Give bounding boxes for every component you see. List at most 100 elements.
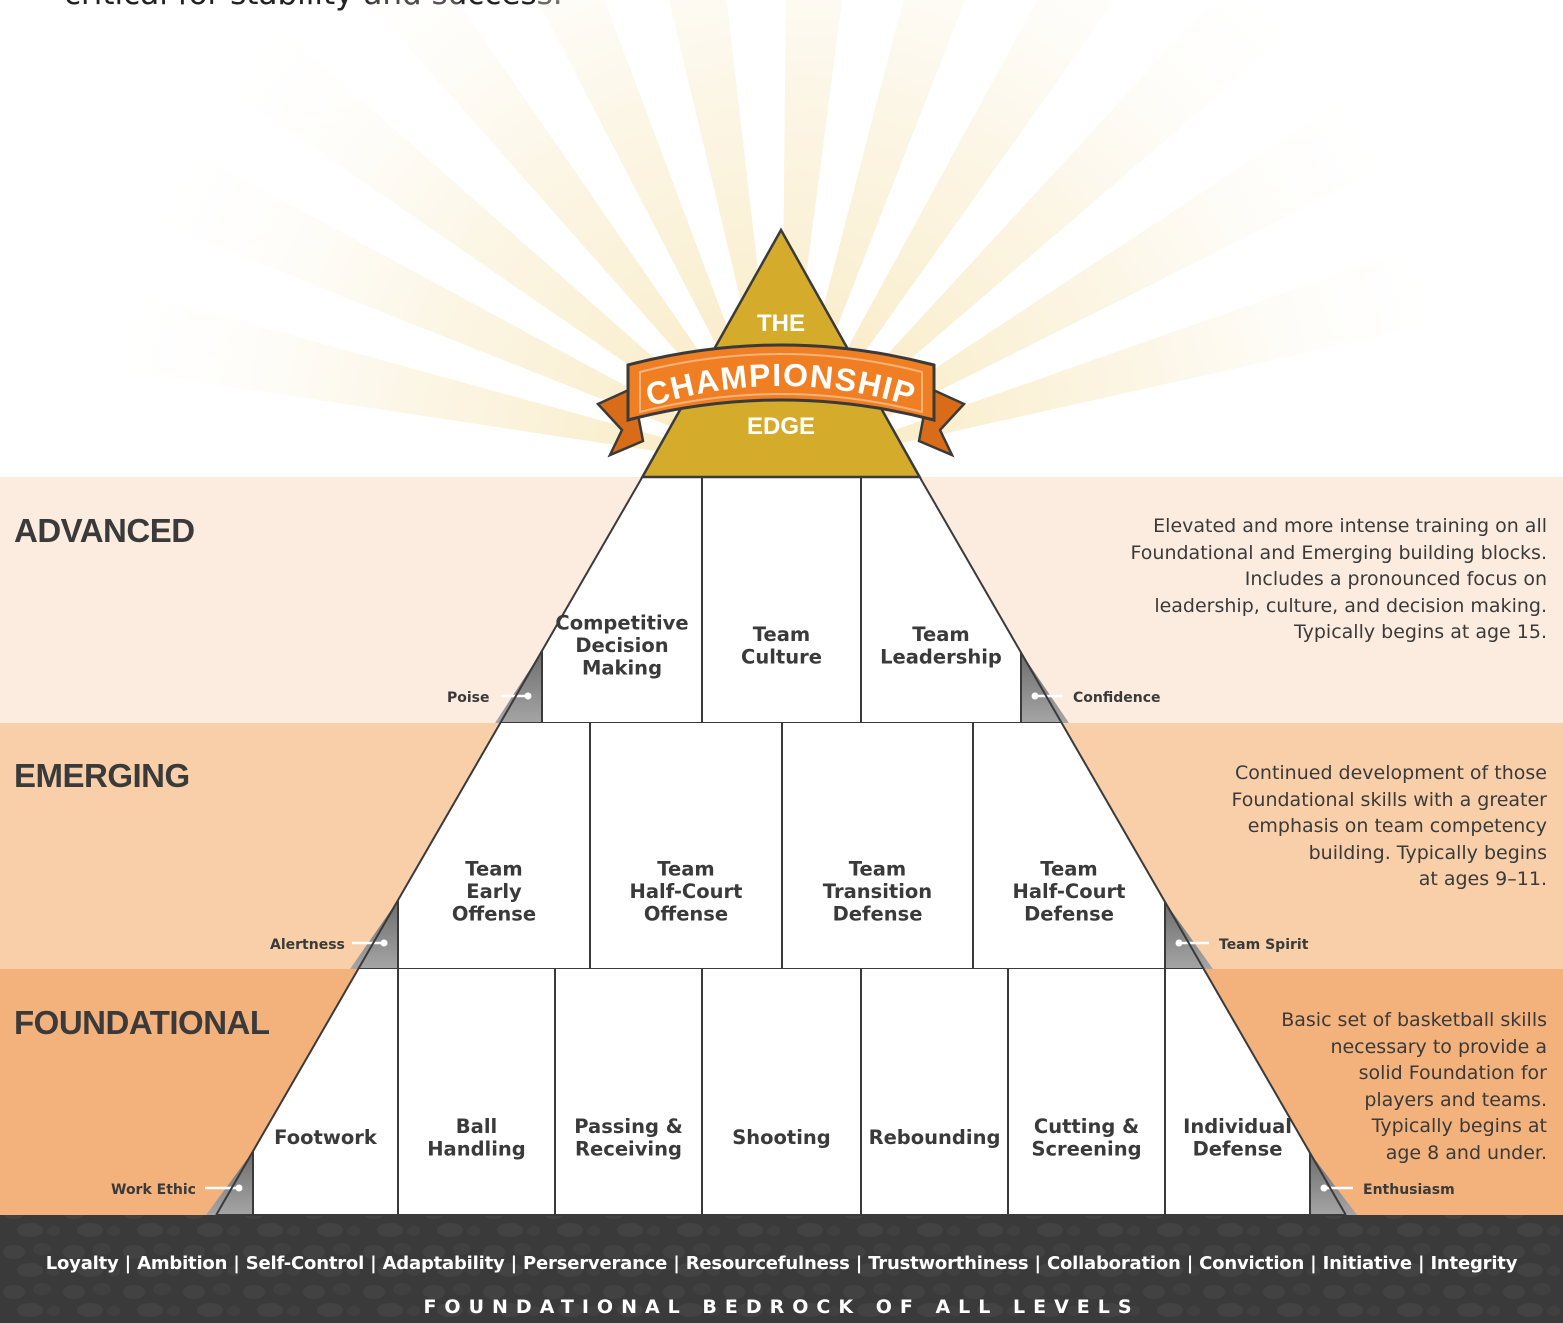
- desc-line: emphasis on team competency: [1247, 815, 1547, 837]
- desc-line: solid Foundation for: [1358, 1062, 1547, 1084]
- value-separator: |: [118, 1253, 138, 1274]
- skill-block-line: Defense: [1024, 903, 1114, 926]
- level-title-foundational: FOUNDATIONAL: [14, 1004, 270, 1041]
- value-separator: |: [227, 1253, 246, 1274]
- skill-block-line: Culture: [741, 645, 822, 668]
- trait-dot-left: [235, 1184, 243, 1192]
- grey-wedge-left: [495, 650, 542, 723]
- trait-dot-right: [1320, 1184, 1328, 1192]
- sun-ray: [366, 0, 781, 470]
- sun-ray: [130, 137, 781, 470]
- skill-block-label: Cutting &Screening: [1031, 1115, 1141, 1161]
- trait-dot-right: [1031, 692, 1039, 700]
- desc-line: at ages 9–11.: [1418, 868, 1547, 890]
- trait-dot-right: [1175, 939, 1183, 947]
- skill-block-line: Ball: [456, 1115, 497, 1138]
- skill-block-line: Handling: [427, 1137, 526, 1160]
- desc-line: Continued development of those: [1235, 762, 1547, 784]
- skill-block-line: Defense: [833, 903, 923, 926]
- desc-line: players and teams.: [1364, 1088, 1547, 1111]
- bedrock-value: Perserverance: [523, 1253, 668, 1274]
- desc-line: Typically begins at: [1371, 1115, 1547, 1137]
- bedrock-value: Trustworthiness: [868, 1253, 1029, 1274]
- skill-block-line: Rebounding: [869, 1126, 1001, 1149]
- level-title-advanced: ADVANCED: [14, 512, 195, 549]
- badge-top-text: THE: [757, 310, 805, 337]
- banner-inner-outline: [639, 353, 923, 414]
- sun-ray: [204, 7, 781, 470]
- skill-block-line: Half-Court: [1013, 880, 1126, 903]
- grey-wedge-left: [350, 900, 398, 969]
- bedrock-value: Integrity: [1430, 1253, 1518, 1274]
- pyramid-edge-right: [918, 476, 1347, 1216]
- skill-block-line: Team: [849, 858, 906, 881]
- skill-block-line: Offense: [452, 903, 536, 926]
- grey-wedge-right: [1165, 901, 1213, 969]
- bedrock-title: FOUNDATIONAL BEDROCK OF ALL LEVELS: [423, 1296, 1140, 1318]
- value-separator: |: [1304, 1253, 1323, 1274]
- skill-block-line: Half-Court: [630, 880, 743, 903]
- trait-dot-left: [524, 692, 532, 700]
- skill-block-label: Shooting: [732, 1126, 831, 1149]
- badge-bottom-text: EDGE: [747, 413, 815, 440]
- level-title-emerging: EMERGING: [14, 757, 190, 794]
- value-separator: |: [1411, 1253, 1431, 1274]
- skill-block-line: Receiving: [575, 1137, 682, 1160]
- pyramid-edge-left: [215, 476, 644, 1216]
- skill-block-line: Defense: [1193, 1137, 1283, 1160]
- desc-line: Includes a pronounced focus on: [1244, 568, 1547, 590]
- skill-block-line: Cutting &: [1034, 1115, 1139, 1138]
- sun-ray: [781, 84, 1407, 470]
- skill-block-line: Decision: [575, 634, 668, 657]
- skill-block-line: Team: [912, 623, 969, 646]
- bedrock-texture: [0, 1215, 1563, 1323]
- skill-block-line: Team: [1040, 858, 1097, 881]
- desc-line: leadership, culture, and decision making…: [1154, 594, 1547, 617]
- trait-label-right: Enthusiasm: [1363, 1182, 1455, 1198]
- skill-block-line: Team: [657, 858, 714, 881]
- bedrock-value: Loyalty: [45, 1253, 119, 1274]
- value-separator: |: [364, 1253, 383, 1274]
- skill-block-line: Leadership: [880, 645, 1002, 668]
- desc-line: age 8 and under.: [1385, 1141, 1547, 1164]
- skill-block-line: Transition: [823, 880, 932, 903]
- sun-ray: [88, 284, 781, 470]
- level-description-advanced: Elevated and more intense training on al…: [1131, 513, 1547, 646]
- value-separator: |: [667, 1253, 686, 1274]
- trait-label-right: Confidence: [1073, 690, 1161, 706]
- desc-line: necessary to provide a: [1330, 1035, 1547, 1058]
- bedrock-value: Resourcefulness: [685, 1253, 850, 1274]
- trait-label-left: Alertness: [270, 937, 345, 953]
- bedrock-value: Conviction: [1199, 1253, 1305, 1274]
- skill-block-line: Competitive: [555, 612, 688, 635]
- trait-label-left: Work Ethic: [111, 1182, 196, 1198]
- bedrock-value: Collaboration: [1046, 1253, 1181, 1274]
- value-separator: |: [849, 1253, 869, 1274]
- trait-dot-left: [380, 939, 388, 947]
- skill-block-line: Making: [582, 657, 662, 680]
- skill-block-line: Offense: [644, 903, 728, 926]
- desc-line: Elevated and more intense training on al…: [1153, 515, 1547, 537]
- bedrock-values-list: Loyalty | Ambition | Self-Control | Adap…: [0, 1253, 1563, 1274]
- skill-block-line: Team: [753, 623, 810, 646]
- skill-block-line: Early: [466, 880, 522, 903]
- grey-wedge-right: [1021, 652, 1069, 723]
- desc-line: Foundational skills with a greater: [1231, 788, 1547, 811]
- sun-ray: [781, 0, 1313, 470]
- skill-block-line: Screening: [1031, 1137, 1141, 1160]
- grey-wedge-right: [1310, 1152, 1357, 1215]
- value-separator: |: [504, 1253, 524, 1274]
- bedrock-value: Ambition: [137, 1253, 228, 1274]
- pyramid-tier: [216, 969, 1346, 1215]
- desc-line: building. Typically begins: [1308, 841, 1547, 864]
